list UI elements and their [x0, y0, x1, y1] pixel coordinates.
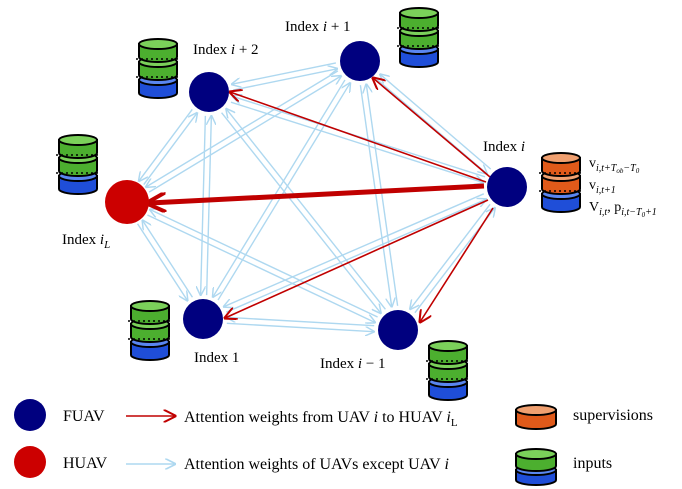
blue-arrow-one-b	[205, 116, 212, 296]
label-i-minus-1: Index i − 1	[320, 356, 386, 372]
legend-fuav-marker	[14, 399, 46, 431]
annotation-supervision-top: vi,t+Tob−T0	[589, 156, 640, 175]
stack-i	[539, 152, 583, 213]
node-i-plus-1	[340, 41, 380, 81]
red-arrow-i-to-iplus2	[230, 92, 487, 183]
blue-arrow-b-m	[221, 112, 381, 313]
red-arrow-i-to-iplus1	[373, 78, 491, 178]
red-attention-arrows	[150, 78, 494, 322]
legend-red-arrow-label: Attention weights from UAV i to HUAV iL	[184, 409, 458, 429]
blue-arrow-b-L	[139, 109, 193, 181]
blue-arrow-one-i	[225, 199, 486, 313]
legend-fuav-label: FUAV	[63, 408, 105, 425]
blue-arrow-i-one	[224, 193, 485, 307]
label-i-plus-2: Index i + 2	[193, 42, 259, 58]
blue-arrow-m-b	[226, 109, 386, 310]
blue-arrow-i-a	[380, 74, 492, 170]
legend-supervisions-label: supervisions	[573, 407, 653, 424]
blue-arrow-m-one	[227, 317, 375, 327]
blue-arrow-m-L	[150, 210, 378, 318]
stack-i-plus-2	[136, 38, 180, 99]
blue-arrow-L-m	[147, 214, 375, 323]
blue-arrow-one-L	[143, 220, 194, 298]
blue-attention-arrows	[136, 62, 495, 332]
label-1: Index 1	[194, 350, 239, 366]
legend-blue-arrow-label: Attention weights of UAVs except UAV i	[184, 456, 449, 473]
blue-arrow-a-m	[359, 85, 391, 306]
data-stacks	[56, 7, 583, 486]
blue-arrow-L-one	[136, 223, 188, 301]
label-i-L: Index iL	[62, 232, 110, 251]
stack-i-L	[56, 134, 100, 195]
blue-arrow-one-m	[226, 322, 374, 331]
stack-i-minus-1	[426, 340, 470, 401]
blue-arrow-L-a	[148, 76, 341, 193]
red-arrow-i-to-1	[225, 199, 489, 318]
legend-inputs-label: inputs	[573, 455, 612, 472]
blue-arrow-b-i	[230, 101, 483, 182]
blue-arrow-a-one	[213, 79, 346, 297]
legend-inputs-icon	[515, 448, 557, 486]
blue-arrow-m-a	[366, 84, 399, 306]
blue-arrow-a-b	[232, 62, 337, 84]
node-i-plus-2	[189, 72, 229, 112]
red-arrow-i-to-iminus1	[420, 207, 494, 322]
label-i-plus-1: Index i + 1	[285, 19, 351, 35]
stack-1	[128, 300, 172, 361]
node-i	[487, 167, 527, 207]
nodes	[105, 41, 527, 350]
blue-arrow-i-m	[410, 203, 491, 309]
legend-huav-label: HUAV	[63, 455, 108, 472]
blue-arrow-L-b	[143, 113, 197, 185]
legend-supervisions-icon	[515, 404, 557, 430]
blue-arrow-b-one	[201, 115, 207, 295]
annotation-inputs: Vi,t, pi,t−T0+1	[589, 200, 657, 219]
label-i: Index i	[483, 139, 525, 155]
node-i-L	[105, 180, 149, 224]
node-i-minus-1	[378, 310, 418, 350]
node-1	[183, 299, 223, 339]
legend-huav-marker	[14, 446, 46, 478]
node-labels: Index i + 1 Index i + 2 Index i Index iL…	[62, 19, 525, 372]
legend: FUAV HUAV Attention weights from UAV i t…	[14, 399, 653, 478]
blue-arrow-b-a	[232, 69, 337, 91]
red-arrow-i-to-iL	[150, 183, 485, 203]
node-i-annotations: vi,t+Tob−T0 vi,t+1 Vi,t, pi,t−T0+1	[589, 156, 657, 219]
annotation-supervision-mid: vi,t+1	[589, 178, 616, 196]
stack-i-plus-1	[397, 7, 441, 68]
